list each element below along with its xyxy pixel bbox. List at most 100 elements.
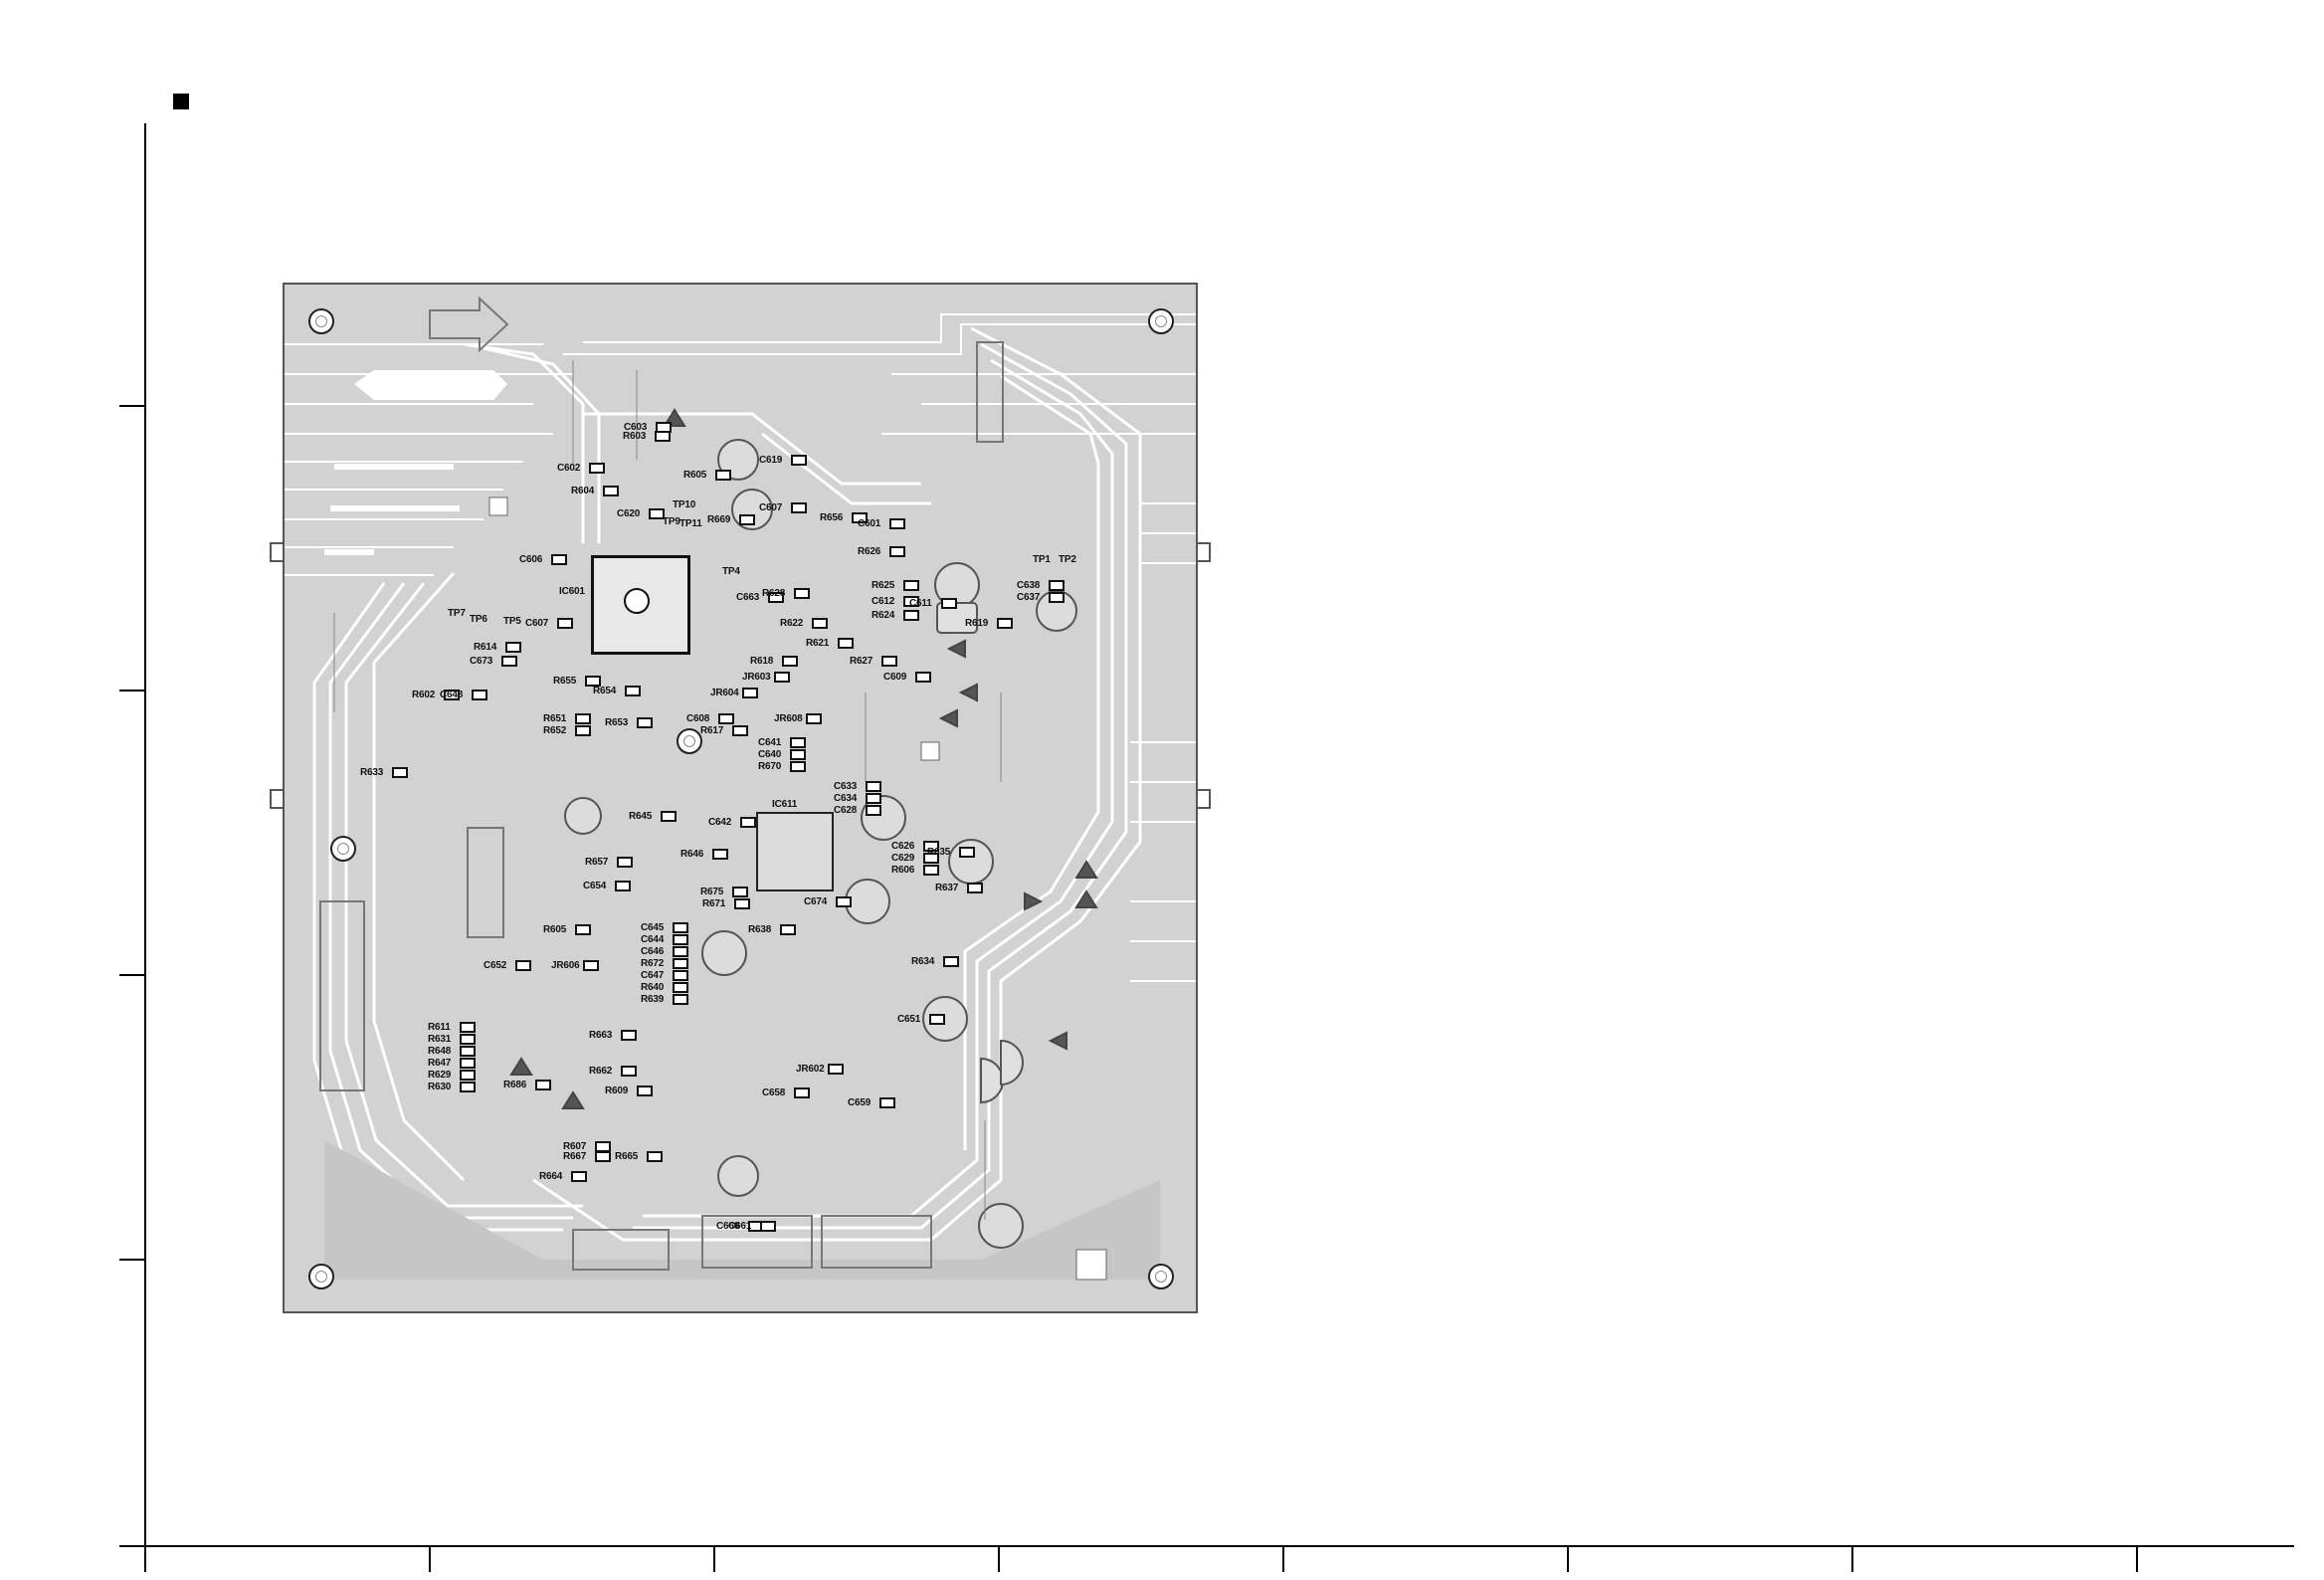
component-pad	[732, 725, 748, 736]
connector-cn602	[319, 900, 365, 1091]
component-label: C638	[1017, 580, 1041, 591]
component-label: R653	[605, 717, 629, 728]
component-pad	[715, 470, 731, 481]
mounting-hole-top-right	[1148, 308, 1174, 334]
component-pad	[903, 596, 919, 607]
component-pad	[866, 793, 881, 804]
component-pad	[782, 656, 798, 667]
component-pad	[460, 1058, 476, 1069]
component-label: R606	[891, 865, 915, 876]
component-label: R670	[758, 761, 782, 772]
component-pad	[673, 958, 688, 969]
component-label: C663	[736, 592, 760, 603]
component-label: R622	[780, 618, 804, 629]
component-label: C658	[762, 1087, 786, 1098]
component-label: TP10	[673, 499, 696, 510]
component-pad	[647, 1151, 663, 1162]
component-label: JR606	[551, 960, 580, 971]
component-label: C602	[557, 463, 581, 474]
component-label: R657	[585, 857, 609, 868]
component-pad	[460, 1046, 476, 1057]
component-label: TP9	[663, 516, 680, 527]
component-label: TP11	[679, 518, 702, 529]
component-pad	[557, 618, 573, 629]
component-label: R667	[563, 1151, 587, 1162]
component-label: C620	[617, 508, 641, 519]
fiducial-square	[920, 741, 940, 761]
component-label: R663	[589, 1030, 613, 1041]
component-label: IC611	[772, 799, 798, 810]
component-pad	[929, 1014, 945, 1025]
component-pad	[941, 598, 957, 609]
component-label: C601	[858, 518, 881, 529]
direction-arrow	[429, 296, 509, 353]
component-pad	[505, 642, 521, 653]
component-label: C606	[519, 554, 543, 565]
component-pad	[1049, 580, 1065, 591]
component-pad	[780, 924, 796, 935]
component-pad	[712, 849, 728, 860]
component-label: R605	[543, 924, 567, 935]
component-pad	[583, 960, 599, 971]
component-label: R625	[872, 580, 895, 591]
mounting-hole-left	[330, 836, 356, 862]
component-label: R671	[702, 898, 726, 909]
component-label: R655	[553, 676, 577, 687]
component-pad	[501, 656, 517, 667]
component-label: R619	[965, 618, 989, 629]
component-pad	[535, 1080, 551, 1090]
fiducial-square	[488, 496, 508, 516]
component-pad	[734, 898, 750, 909]
component-pad	[768, 592, 784, 603]
component-pad	[615, 881, 631, 891]
component-label: R675	[700, 887, 724, 897]
component-pad	[889, 546, 905, 557]
component-label: R664	[539, 1171, 563, 1182]
component-label: JR602	[796, 1064, 825, 1075]
component-label: R633	[360, 767, 384, 778]
component-label: R624	[872, 610, 895, 621]
component-label: R669	[707, 514, 731, 525]
component-pad	[923, 853, 939, 864]
component-label: R647	[428, 1058, 452, 1069]
component-label: R614	[474, 642, 497, 653]
component-pad	[732, 887, 748, 897]
component-label: R648	[428, 1046, 452, 1057]
component-label: C611	[909, 598, 932, 609]
component-pad	[836, 896, 852, 907]
component-pad	[1049, 592, 1065, 603]
component-label: TP4	[722, 566, 740, 577]
component-label: R607	[563, 1141, 587, 1152]
component-pad	[742, 688, 758, 698]
component-label: R621	[806, 638, 830, 649]
component-pad	[595, 1151, 611, 1162]
component-pad	[649, 508, 665, 519]
component-label: TP7	[448, 608, 466, 619]
component-label: C607	[759, 502, 783, 513]
component-pad	[673, 982, 688, 993]
component-label: C674	[804, 896, 828, 907]
component-pad	[673, 922, 688, 933]
component-label: C673	[470, 656, 493, 667]
component-pad	[774, 672, 790, 683]
component-label: C644	[641, 934, 665, 945]
component-pad	[967, 883, 983, 893]
component-pad	[790, 737, 806, 748]
component-label: C645	[641, 922, 665, 933]
component-label: C634	[834, 793, 858, 804]
component-label: C654	[583, 881, 607, 891]
component-label: R602	[412, 690, 436, 700]
silkscreen-hexagon	[354, 370, 507, 400]
component-label: R646	[680, 849, 704, 860]
component-label: C652	[484, 960, 507, 971]
component-label: IC601	[559, 586, 585, 597]
transistors	[936, 602, 1024, 1104]
component-label: C651	[897, 1014, 921, 1025]
component-pad	[460, 1022, 476, 1033]
component-label: R656	[820, 512, 844, 523]
component-pad	[852, 512, 868, 523]
component-label: R629	[428, 1070, 452, 1081]
component-label: R652	[543, 725, 567, 736]
component-pad	[923, 865, 939, 876]
